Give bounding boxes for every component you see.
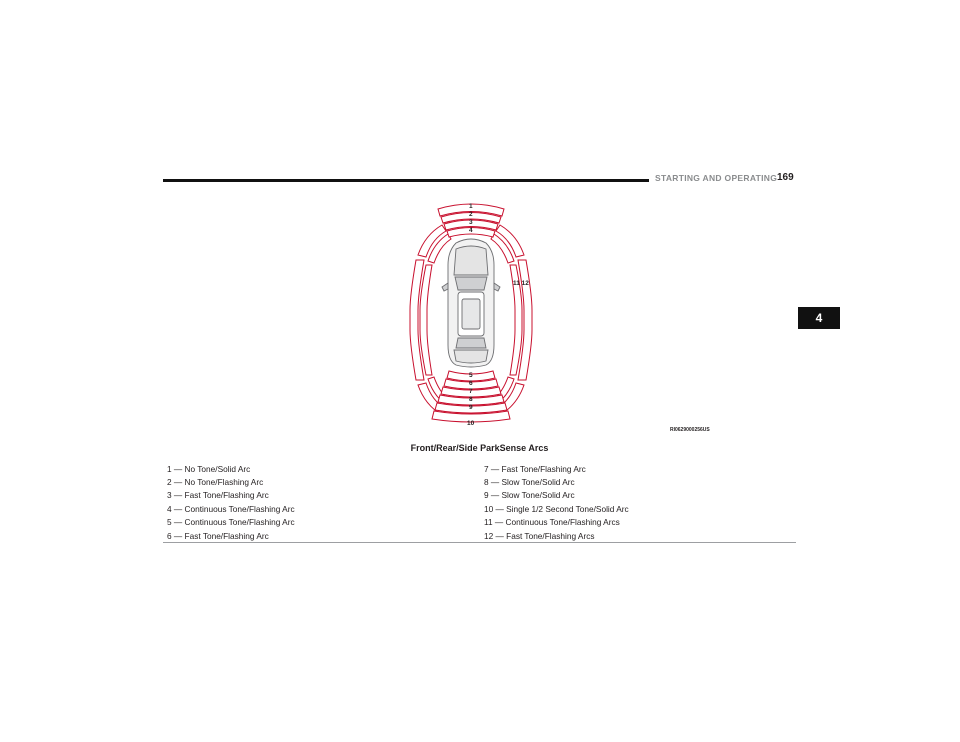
front-right-inner-corner-zone	[490, 233, 515, 264]
front-arc-2	[440, 212, 502, 224]
front-left-corner-zone	[417, 224, 447, 258]
arc-label-3: 3	[469, 219, 473, 226]
parksense-arcs	[409, 203, 533, 423]
legend-item: 9 — Slow Tone/Solid Arc	[484, 490, 575, 501]
rear-arc-6	[443, 378, 499, 390]
arc-labels: 1 2 3 4 5 6 7 8 9 10 11 12	[467, 203, 529, 427]
left-inner-side-zone	[419, 264, 433, 376]
legend-row: 1 — No Tone/Solid Arc 7 — Fast Tone/Flas…	[163, 462, 796, 475]
arc-label-8: 8	[469, 396, 473, 403]
legend-row: 5 — Continuous Tone/Flashing Arc 11 — Co…	[163, 516, 796, 529]
legend-bottom-rule	[163, 542, 796, 543]
legend-item: 12 — Fast Tone/Flashing Arcs	[484, 530, 595, 541]
legend-item: 6 — Fast Tone/Flashing Arc	[167, 530, 269, 541]
arc-label-11-12: 11 12	[513, 280, 529, 287]
rear-arc-8	[437, 394, 505, 406]
header-rule	[163, 179, 649, 182]
legend-item: 8 — Slow Tone/Solid Arc	[484, 477, 575, 488]
front-left-inner-corner-zone	[427, 233, 452, 264]
vehicle-top-view	[441, 238, 501, 368]
arc-label-9: 9	[469, 404, 473, 411]
front-arc-1	[437, 203, 505, 217]
front-arc-4	[446, 227, 496, 238]
legend-item: 7 — Fast Tone/Flashing Arc	[484, 463, 586, 474]
parksense-diagram: 1 2 3 4 5 6 7 8 9 10 11 12 RI0629000256U…	[400, 195, 740, 440]
vehicle-hood	[453, 245, 489, 276]
vehicle-rear-window	[455, 337, 487, 349]
rear-arc-10	[431, 410, 511, 423]
left-outer-side-zone	[409, 259, 425, 381]
legend-item: 11 — Continuous Tone/Flashing Arcs	[484, 517, 620, 528]
right-outer-side-zone	[517, 259, 533, 381]
right-inner-side-zone	[509, 264, 523, 376]
legend-item: 4 — Continuous Tone/Flashing Arc	[167, 503, 295, 514]
chapter-tab[interactable]: 4	[798, 307, 840, 329]
legend-row: 6 — Fast Tone/Flashing Arc 12 — Fast Ton…	[163, 529, 796, 542]
page-number: 169	[777, 172, 794, 183]
legend-item: 2 — No Tone/Flashing Arc	[167, 477, 264, 488]
legend-row: 4 — Continuous Tone/Flashing Arc 10 — Si…	[163, 502, 796, 515]
arc-label-10: 10	[467, 420, 475, 427]
running-header-section: STARTING AND OPERATING	[655, 173, 778, 183]
vehicle-rear	[453, 349, 489, 364]
right-mirror	[493, 282, 501, 292]
arc-label-2: 2	[469, 211, 473, 218]
legend-item: 1 — No Tone/Solid Arc	[167, 463, 251, 474]
legend-table: 1 — No Tone/Solid Arc 7 — Fast Tone/Flas…	[163, 462, 796, 542]
legend-row: 2 — No Tone/Flashing Arc 8 — Slow Tone/S…	[163, 475, 796, 488]
arc-label-1: 1	[469, 203, 473, 210]
vehicle-sunroof	[461, 298, 481, 330]
legend-item: 5 — Continuous Tone/Flashing Arc	[167, 517, 295, 528]
rear-arc-9	[434, 402, 508, 414]
arc-label-7: 7	[469, 388, 473, 395]
front-arc-3	[443, 219, 499, 231]
arc-label-6: 6	[469, 380, 473, 387]
vehicle-windshield	[454, 276, 488, 291]
arc-label-4: 4	[469, 227, 473, 234]
front-right-corner-zone	[495, 224, 525, 258]
rear-arc-5	[446, 370, 496, 382]
figure-caption: Front/Rear/Side ParkSense Arcs	[410, 443, 549, 453]
image-code: RI0629000256US	[670, 427, 710, 433]
legend-row: 3 — Fast Tone/Flashing Arc 9 — Slow Tone…	[163, 489, 796, 502]
arc-label-5: 5	[469, 372, 473, 379]
legend-item: 10 — Single 1/2 Second Tone/Solid Arc	[484, 503, 629, 514]
left-mirror	[441, 282, 449, 292]
rear-arc-7	[440, 386, 502, 398]
legend-item: 3 — Fast Tone/Flashing Arc	[167, 490, 269, 501]
